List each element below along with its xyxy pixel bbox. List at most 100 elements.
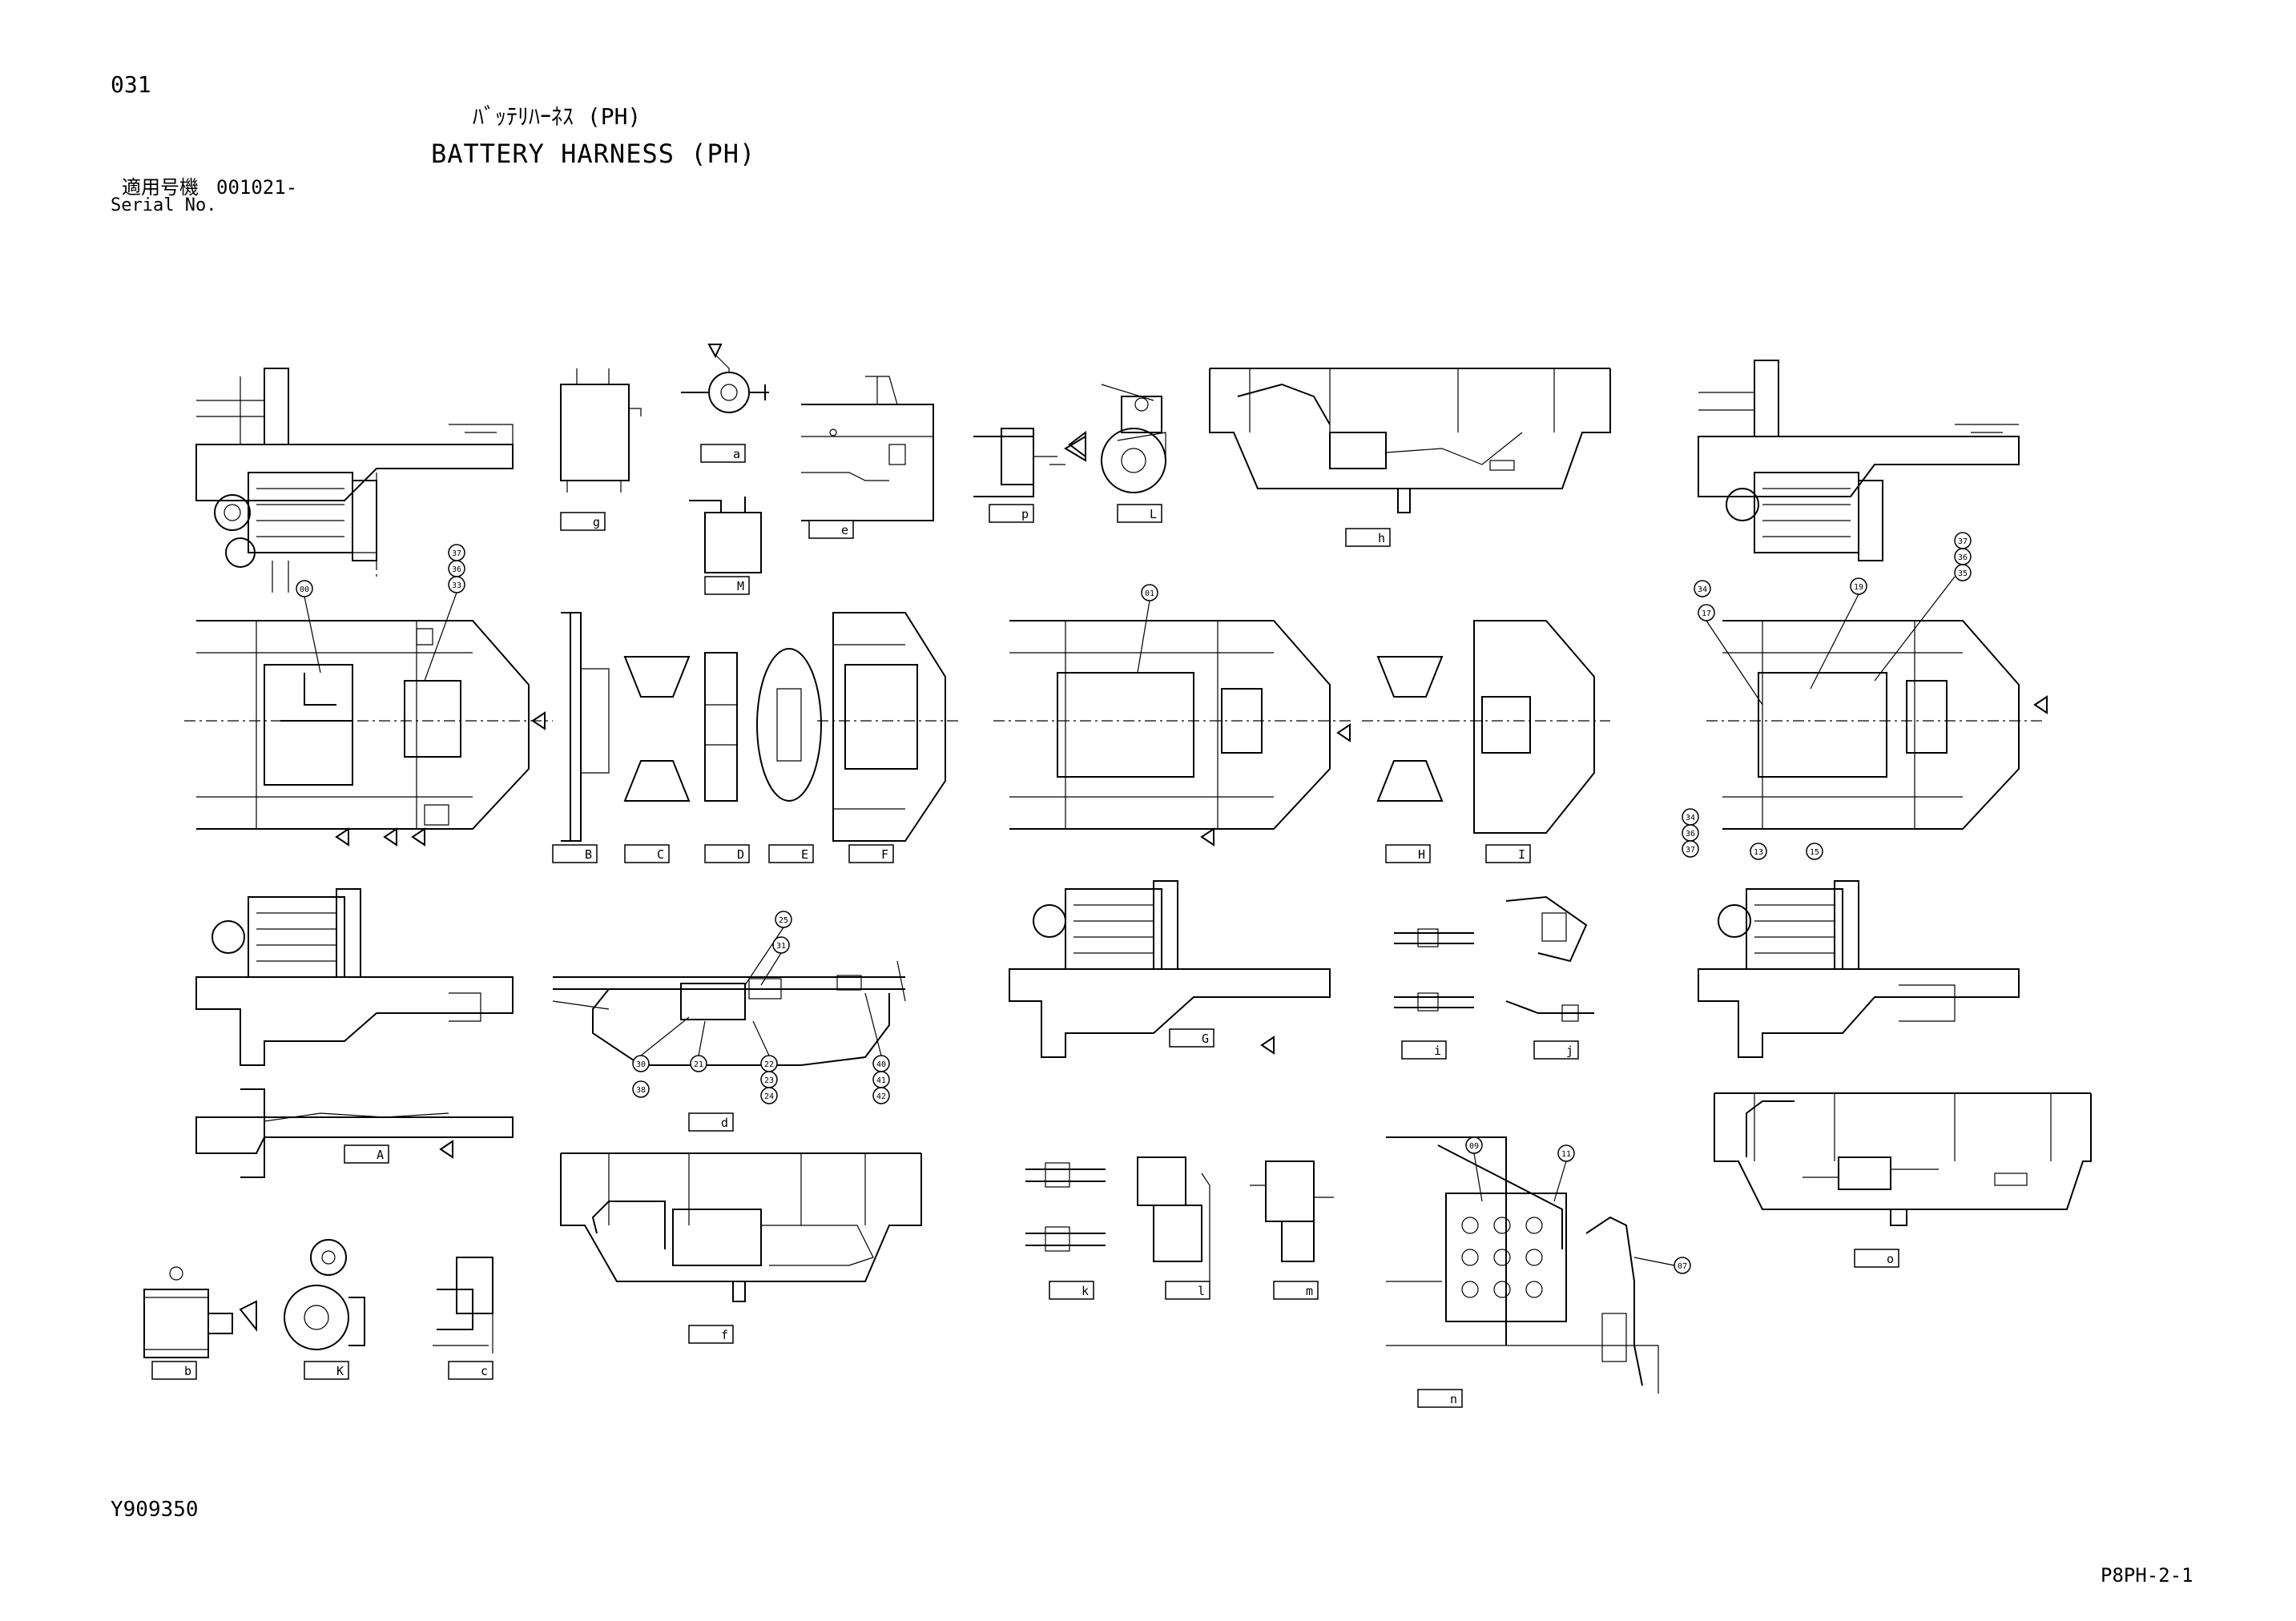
balloon-19: 19 bbox=[1850, 577, 1867, 595]
balloon-41: 41 bbox=[872, 1071, 890, 1088]
svg-text:b: b bbox=[184, 1364, 191, 1378]
tag-k-upper: K bbox=[304, 1361, 349, 1380]
balloon-13: 13 bbox=[1750, 843, 1767, 860]
tag-c: c bbox=[448, 1361, 493, 1380]
svg-text:E: E bbox=[801, 847, 808, 862]
balloon-37a: 37 bbox=[448, 544, 465, 561]
relay-box-view bbox=[560, 368, 642, 493]
engine-frame-view-2 bbox=[1698, 360, 2020, 561]
tag-f-upper: F bbox=[848, 844, 894, 863]
tag-l-upper: L bbox=[1117, 504, 1162, 523]
svg-text:L: L bbox=[1150, 507, 1157, 521]
svg-text:07: 07 bbox=[1678, 1262, 1687, 1271]
connector-details-i-j bbox=[1394, 895, 1594, 1022]
upperstructure-plan-1 bbox=[184, 620, 553, 830]
balloon-23: 23 bbox=[760, 1071, 778, 1088]
relay-detail-p bbox=[973, 428, 1086, 497]
tag-d: d bbox=[688, 1112, 734, 1132]
svg-text:36: 36 bbox=[452, 565, 461, 574]
balloon-11: 11 bbox=[1557, 1144, 1575, 1162]
battery-box-detail-o bbox=[1714, 1092, 2092, 1226]
battery-box-detail-n bbox=[1386, 1136, 1659, 1394]
svg-text:c: c bbox=[481, 1364, 488, 1378]
svg-text:m: m bbox=[1306, 1284, 1313, 1298]
svg-text:d: d bbox=[721, 1116, 728, 1130]
svg-text:H: H bbox=[1418, 847, 1425, 862]
drawing-number: Y909350 bbox=[111, 1498, 199, 1522]
svg-text:A: A bbox=[377, 1148, 384, 1162]
svg-text:35: 35 bbox=[1958, 569, 1968, 578]
svg-text:I: I bbox=[1518, 847, 1525, 862]
balloon-37c: 37 bbox=[1682, 840, 1699, 858]
sheet-code: P8PH-2-1 bbox=[2101, 1564, 2193, 1587]
balloon-36b: 36 bbox=[1954, 548, 1972, 565]
balloon-callouts: 00 37 36 33 37 36 34 35 17 19 13 15 34 3… bbox=[296, 532, 1972, 1274]
tag-g: g bbox=[560, 512, 606, 531]
balloon-07: 07 bbox=[1674, 1257, 1691, 1274]
balloon-24: 24 bbox=[760, 1087, 778, 1104]
svg-text:38: 38 bbox=[636, 1086, 646, 1095]
tag-i-upper: I bbox=[1485, 844, 1531, 863]
svg-text:C: C bbox=[657, 847, 664, 862]
svg-text:n: n bbox=[1450, 1392, 1457, 1406]
balloon-36c: 36 bbox=[1682, 824, 1699, 842]
svg-text:37: 37 bbox=[452, 549, 461, 558]
balloon-25: 25 bbox=[775, 911, 792, 928]
svg-text:g: g bbox=[593, 515, 600, 529]
serial-value: 001021- bbox=[216, 176, 298, 199]
svg-text:p: p bbox=[1021, 507, 1029, 521]
balloon-35: 35 bbox=[1954, 564, 1972, 581]
balloon-00: 00 bbox=[296, 580, 313, 597]
tag-m: M bbox=[704, 576, 750, 595]
svg-text:33: 33 bbox=[452, 581, 461, 590]
svg-text:17: 17 bbox=[1702, 609, 1711, 618]
tag-k: k bbox=[1049, 1281, 1094, 1300]
balloon-40: 40 bbox=[872, 1055, 890, 1072]
svg-text:34: 34 bbox=[1698, 585, 1707, 594]
tag-e: e bbox=[808, 520, 854, 539]
balloon-33: 33 bbox=[448, 576, 465, 593]
svg-text:30: 30 bbox=[636, 1060, 646, 1069]
tag-e-upper: E bbox=[768, 844, 814, 863]
connector-detail-c bbox=[433, 1257, 493, 1354]
svg-text:22: 22 bbox=[764, 1060, 774, 1069]
svg-text:15: 15 bbox=[1810, 848, 1819, 857]
tag-l: l bbox=[1165, 1281, 1210, 1300]
svg-text:h: h bbox=[1378, 531, 1385, 545]
battery-box-view-h bbox=[1209, 368, 1611, 513]
view-arrows bbox=[335, 344, 2048, 1159]
battery-box-detail-f bbox=[560, 1152, 922, 1302]
svg-text:D: D bbox=[737, 847, 744, 862]
svg-text:42: 42 bbox=[876, 1092, 886, 1101]
upperstructure-view-f bbox=[817, 612, 961, 842]
connector-details-k-l-m bbox=[1025, 1156, 1334, 1281]
svg-text:f: f bbox=[721, 1328, 728, 1342]
section-b-c-d-e bbox=[561, 612, 822, 842]
tag-d-upper: D bbox=[704, 844, 750, 863]
tag-o: o bbox=[1854, 1249, 1899, 1268]
starter-detail-b bbox=[143, 1266, 257, 1358]
page-number: 031 bbox=[111, 71, 151, 98]
frame-detail-e bbox=[801, 376, 934, 521]
balloon-21: 21 bbox=[690, 1055, 707, 1072]
svg-text:11: 11 bbox=[1561, 1150, 1571, 1159]
svg-text:21: 21 bbox=[694, 1060, 703, 1069]
tag-a: a bbox=[700, 444, 746, 463]
balloon-34: 34 bbox=[1694, 580, 1711, 597]
engine-frame-view-4 bbox=[1698, 880, 2020, 1058]
svg-text:37: 37 bbox=[1958, 537, 1968, 546]
serial-label-japanese: 適用号機 bbox=[122, 176, 199, 199]
svg-text:o: o bbox=[1887, 1252, 1894, 1266]
svg-text:M: M bbox=[737, 579, 744, 593]
balloon-17: 17 bbox=[1698, 604, 1715, 621]
balloon-09: 09 bbox=[1465, 1136, 1483, 1154]
tag-p: p bbox=[989, 504, 1034, 523]
view-tags: g a e p L h M B C D E F G H I i j A d f … bbox=[151, 444, 1899, 1408]
detail-d-wiring bbox=[552, 960, 906, 1066]
upperstructure-plan-2 bbox=[993, 620, 1354, 830]
svg-text:01: 01 bbox=[1145, 589, 1154, 598]
svg-text:k: k bbox=[1082, 1284, 1089, 1298]
tag-a-upper: A bbox=[344, 1144, 389, 1164]
tag-m-lower: m bbox=[1273, 1281, 1319, 1300]
